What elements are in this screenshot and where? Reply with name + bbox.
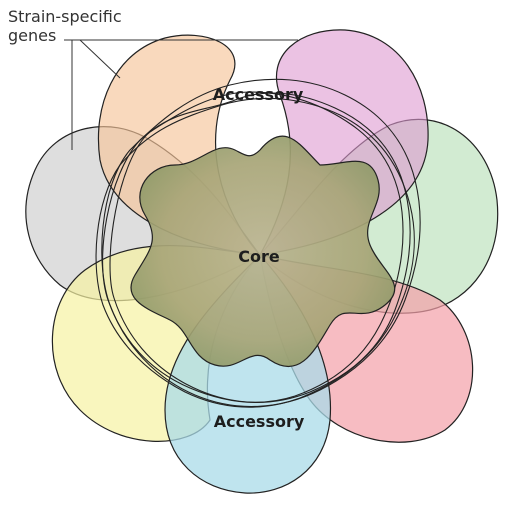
callout-line-1: Strain-specific [8,7,122,26]
accessory-rings [95,78,421,408]
callout-line-2: genes [8,26,57,45]
callout-leaders [64,39,298,150]
accessory-ring-3 [95,97,415,408]
core-label: Core [238,247,280,266]
leader-to-orange [79,39,121,79]
accessory-top-label: Accessory [213,85,304,104]
strain-specific-genes-callout: Strain-specific genes [8,7,122,45]
accessory-ring-4 [109,91,404,403]
accessory-bottom-label: Accessory [214,412,305,431]
core-region [130,135,396,368]
